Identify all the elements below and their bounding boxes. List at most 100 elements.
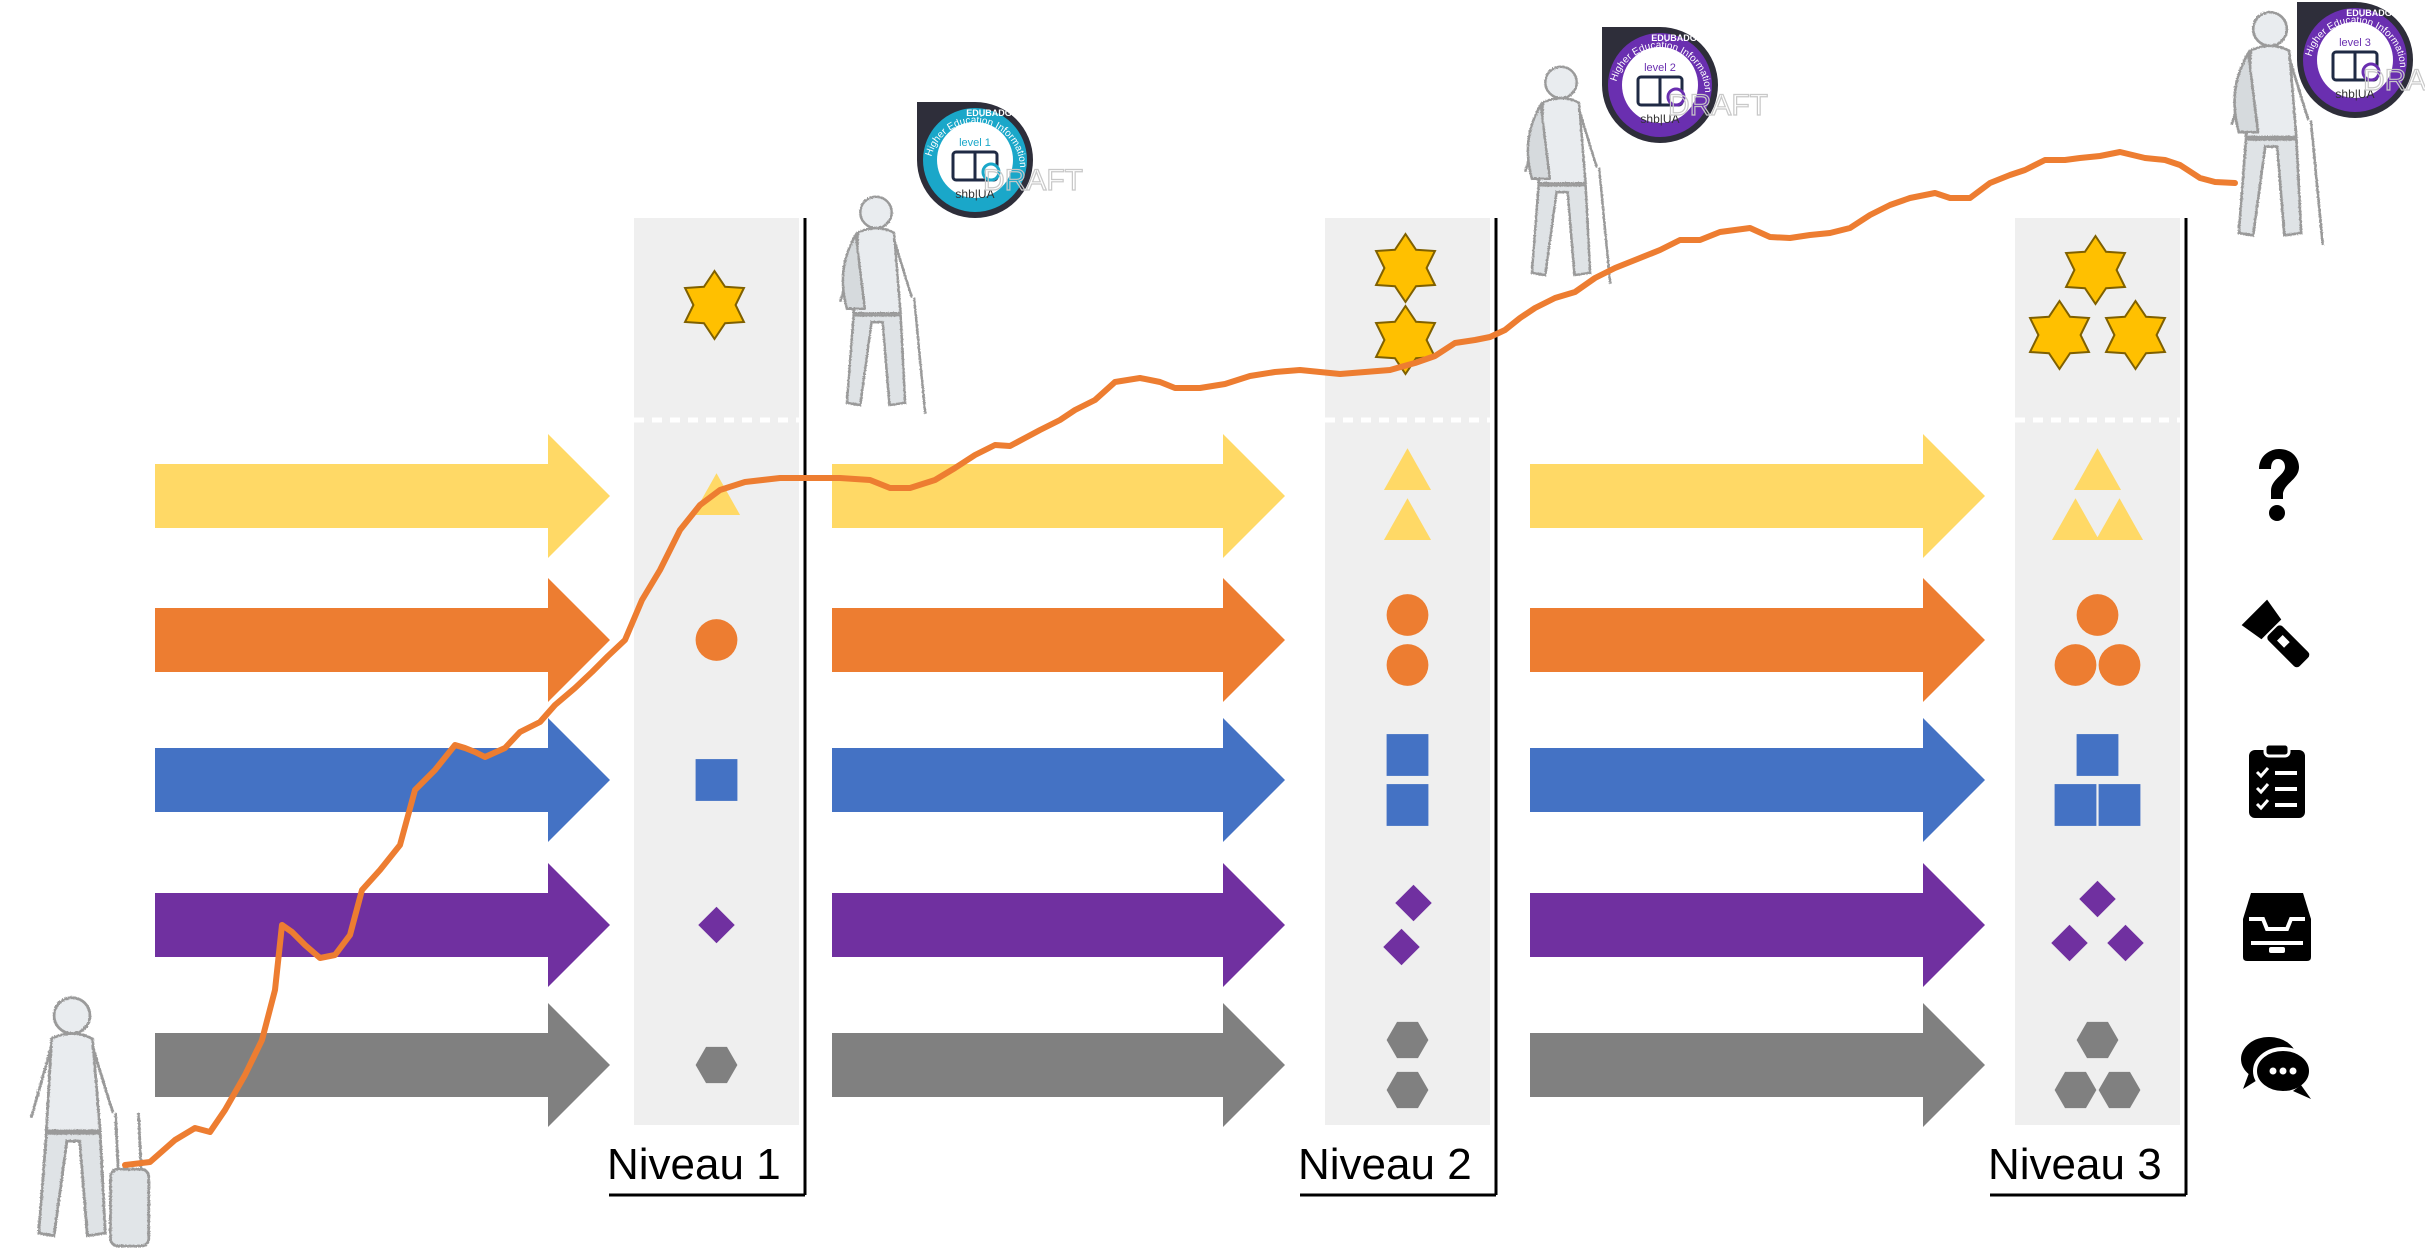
hexagon-level1-1: [695, 1046, 738, 1084]
traveler-figure-suitcase-handle: [114, 1112, 143, 1170]
hexagon-level2-2: [1386, 1071, 1429, 1109]
arrow-diamond-3: [1530, 863, 1985, 987]
badge-ribbon-text-1: Higher Education Information Literacy: [0, 0, 1028, 168]
draft-watermark-3: DRAFT: [2363, 64, 2425, 97]
traveler-figure-legs: [37, 1131, 107, 1238]
badge-level-text-3: level 3: [2339, 37, 2371, 49]
diamond-level2-2: [1383, 928, 1420, 966]
triangle-level2-1: [1383, 448, 1432, 490]
hexagon-level3-2: [2054, 1071, 2097, 1109]
square-level2-2: [1386, 784, 1429, 826]
question-mark-icon: [2259, 449, 2299, 521]
hiker-figure-1-torso: [852, 226, 902, 315]
arrow-hexagon-2: [832, 1003, 1285, 1127]
arrow-circle-3: [1530, 578, 1985, 702]
triangle-level3-1: [2073, 448, 2122, 490]
traveler-figure: [29, 996, 151, 1248]
hiker-figure-2: [1523, 65, 1612, 285]
hiker-figure-2-legs: [1530, 184, 1592, 277]
arrow-hexagon-1: [155, 1003, 610, 1127]
triangle-level2-2: [1383, 498, 1432, 540]
hiker-figure-2-backpack: [1526, 101, 1552, 180]
niveau-label-1: Niveau 1: [607, 1140, 781, 1189]
badge-ribbon-textpath-1: Higher Education Information Literacy: [0, 0, 1028, 168]
level-column-1: [634, 218, 799, 1125]
chat-bubbles-icon: [2241, 1037, 2313, 1099]
arrow-circle-2: [832, 578, 1285, 702]
arrow-square-3: [1530, 718, 1985, 842]
triangle-level3-3: [2095, 498, 2144, 540]
traveler-figure-arms: [29, 1045, 115, 1119]
arrow-square-2: [832, 718, 1285, 842]
badge-level-3: Higher Education Information LiteracyEDU…: [0, 0, 2425, 118]
hexagon-level2-1: [1386, 1021, 1429, 1059]
star-level3-3: [2104, 299, 2167, 371]
hexagon-level3-3: [2098, 1071, 2141, 1109]
star-level3-2: [2028, 299, 2091, 371]
arrow-diamond-2: [832, 863, 1285, 987]
hiker-figure-3-backpack: [2233, 49, 2260, 134]
circle-level3-3: [2098, 644, 2141, 686]
square-level3-1: [2076, 734, 2119, 776]
circle-level3-1: [2076, 594, 2119, 636]
hiker-figure-1: [838, 195, 927, 415]
badge-ribbon-text-3: Higher Education Information Literacy: [0, 0, 2408, 68]
triangle-level3-2: [2051, 498, 2100, 540]
circle-level3-2: [2054, 644, 2097, 686]
star-level3-1: [2064, 234, 2127, 306]
square-level3-3: [2098, 784, 2141, 826]
square-level3-2: [2054, 784, 2097, 826]
badge-level-2: Higher Education Information LiteracyEDU…: [0, 0, 1769, 143]
level-column-3: [2015, 218, 2180, 1125]
arrow-triangle-1: [155, 434, 610, 558]
hiker-figure-3-torso: [2244, 44, 2298, 139]
diamond-level1-1: [698, 906, 735, 944]
hiker-figure-3-legs: [2237, 138, 2303, 237]
hiker-figure-1-legs: [845, 314, 907, 407]
diamond-level2-1: [1395, 884, 1432, 922]
arrow-diamond-1: [155, 863, 610, 987]
badge-org-text-3: EDUBADGES: [2346, 8, 2404, 18]
draft-watermark-2: DRAFT: [1668, 89, 1768, 122]
niveau-label-3: Niveau 3: [1988, 1140, 2162, 1189]
star-level1-1: [683, 269, 746, 341]
arrow-triangle-2: [832, 434, 1285, 558]
badge-level-1: Higher Education Information LiteracyEDU…: [0, 0, 1084, 218]
hiker-figure-2-pole: [1597, 167, 1612, 285]
badge-ribbon-text-2: Higher Education Information Literacy: [0, 0, 1713, 93]
hiker-figure-1-head: [859, 195, 893, 230]
traveler-figure-suitcase: [108, 1167, 151, 1248]
circle-level2-1: [1386, 594, 1429, 636]
hiker-figure-2-head: [1544, 65, 1578, 100]
badge-org-text-1: EDUBADGES: [966, 108, 1024, 118]
badge-org-text-2: EDUBADGES: [1651, 33, 1709, 43]
diamond-level3-1: [2079, 880, 2116, 918]
diamond-level3-3: [2107, 924, 2144, 962]
circle-level2-2: [1386, 644, 1429, 686]
square-level2-1: [1386, 734, 1429, 776]
hiker-figure-1-pole: [912, 297, 927, 415]
hiker-figure-3: [2230, 10, 2325, 246]
badge-footer-text-1: shb|UA: [955, 187, 994, 201]
hiker-figure-3-pole: [2309, 120, 2325, 246]
traveler-figure-head: [52, 996, 92, 1035]
badge-ribbon-textpath-3: Higher Education Information Literacy: [0, 0, 2408, 68]
circle-level1-1: [695, 619, 738, 661]
arrow-circle-1: [155, 578, 610, 702]
archive-drawer-icon: [2243, 893, 2311, 961]
hiker-figure-2-torso: [1537, 96, 1587, 185]
badge-footer-text-2: shb|UA: [1640, 112, 1679, 126]
arrow-triangle-3: [1530, 434, 1985, 558]
magnifier-icon-3: [2361, 62, 2381, 82]
badge-ribbon-textpath-2: Higher Education Information Literacy: [0, 0, 1713, 93]
draft-watermark-1: DRAFT: [983, 164, 1083, 197]
arrow-square-1: [155, 718, 610, 842]
clipboard-checklist-icon: [2249, 742, 2305, 818]
badge-footer-text-3: shb|UA: [2335, 87, 2374, 101]
diamond-level3-2: [2051, 924, 2088, 962]
square-level1-1: [695, 759, 738, 801]
niveau-label-2: Niveau 2: [1298, 1140, 1472, 1189]
flashlight-icon: [2241, 599, 2310, 668]
badge-level-text-2: level 2: [1644, 62, 1676, 74]
